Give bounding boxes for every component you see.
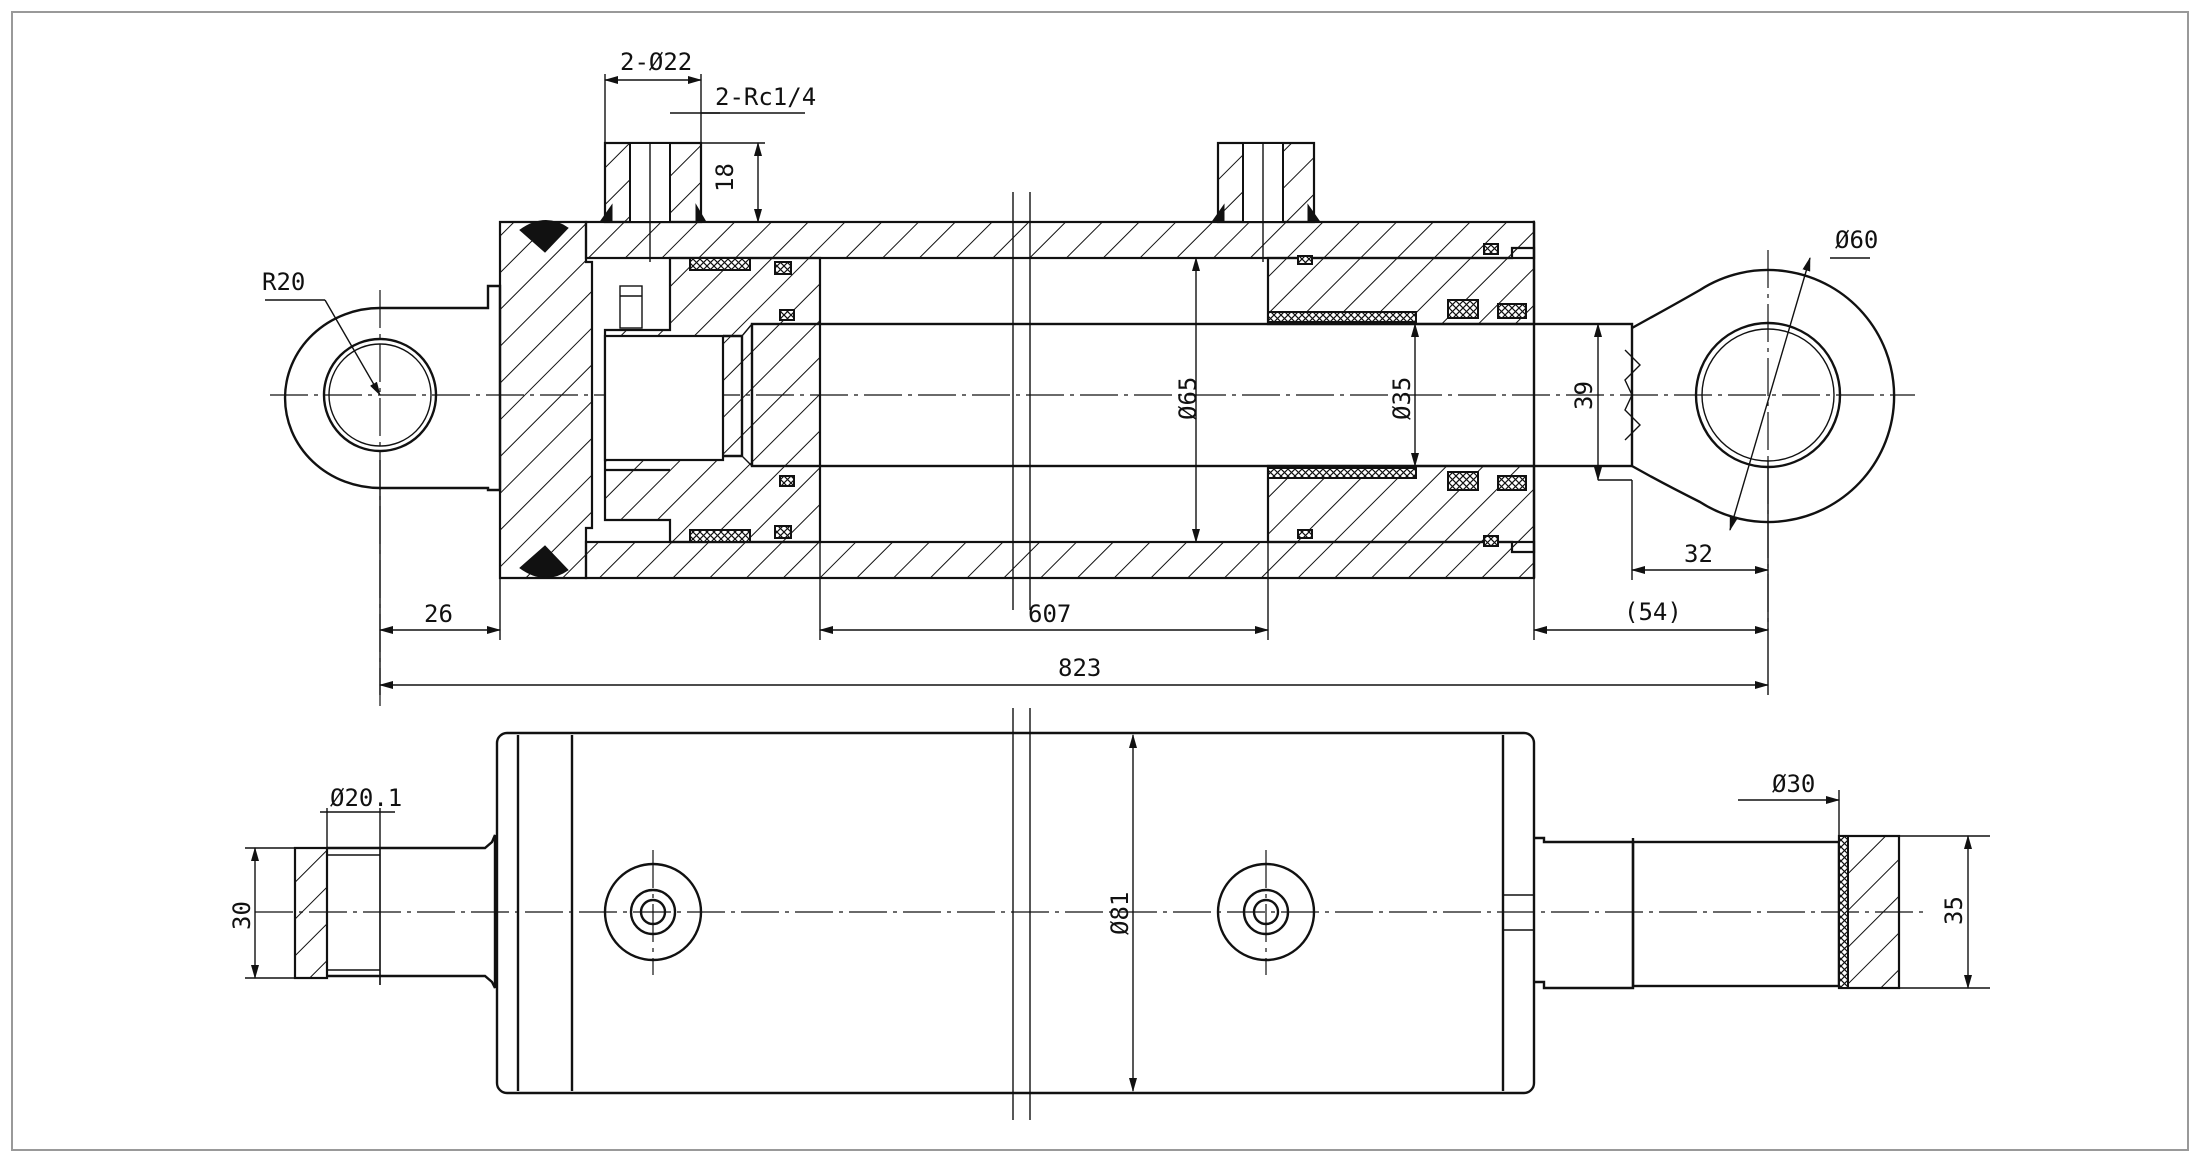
rear-clevis-section xyxy=(293,846,329,980)
dim-rear-eye-offset: 26 xyxy=(424,600,453,628)
dim-bore-diameter: Ø65 xyxy=(1174,377,1202,420)
tube-upper-wall xyxy=(584,220,1536,260)
rear-end-cap xyxy=(498,220,594,580)
exterior-view xyxy=(255,708,1925,1120)
rear-eye-outline xyxy=(283,284,502,492)
section-dimensions: 2-Ø22 2-Rc1/4 18 R20 Ø60 Ø65 Ø35 39 32 xyxy=(262,48,1878,695)
dim-pin-hole-diameter: Ø20.1 xyxy=(330,784,402,812)
dim-stroke: 607 xyxy=(1028,600,1071,628)
rod-eye-outline xyxy=(1631,268,1896,524)
dim-rod-end-width: 39 xyxy=(1570,381,1598,410)
dim-tube-outer-diameter: Ø81 xyxy=(1106,892,1134,935)
dim-overall-length: 823 xyxy=(1058,654,1101,682)
front-cap-outline xyxy=(1532,220,1536,578)
dim-eye-outer-diameter: Ø60 xyxy=(1835,226,1878,254)
piston-seal-top xyxy=(689,257,751,271)
rod-seal-upper xyxy=(1267,311,1417,323)
sheet-border xyxy=(11,11,2189,1151)
rod-seal-lower xyxy=(1267,467,1417,479)
section-view xyxy=(270,141,1915,710)
dim-eye-radius: R20 xyxy=(262,268,305,296)
tube-body xyxy=(495,731,1536,1095)
dim-rear-eye-width: 30 xyxy=(228,901,256,930)
dim-port-thread: 2-Rc1/4 xyxy=(715,83,816,111)
front-rod-end xyxy=(1534,836,1635,990)
dim-rod-extension: (54) xyxy=(1624,598,1682,626)
dim-port-height: 18 xyxy=(711,163,739,192)
dim-ports-diameter: 2-Ø22 xyxy=(620,48,692,76)
rear-eye-hole xyxy=(322,337,438,453)
dim-rod-diameter: Ø35 xyxy=(1388,377,1416,420)
piston-seal-bottom xyxy=(689,529,751,543)
dim-rod-eye-offset: 32 xyxy=(1684,540,1713,568)
dim-rod-eye-hole: Ø30 xyxy=(1772,770,1815,798)
exterior-dimensions: Ø20.1 30 Ø81 Ø30 35 xyxy=(228,734,1990,1092)
dim-rod-eye-width: 35 xyxy=(1940,896,1968,925)
tube-lower-wall xyxy=(584,540,1536,580)
